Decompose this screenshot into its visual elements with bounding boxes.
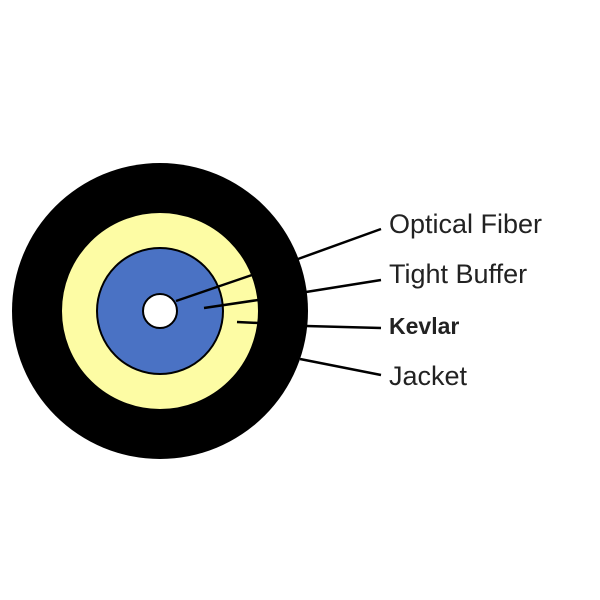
jacket-leader	[299, 357, 382, 377]
tight-buffer-leader-outer	[305, 278, 382, 294]
label-kevlar: Kevlar	[389, 313, 460, 339]
optical-fiber-leader-inner	[175, 273, 253, 303]
kevlar-leader-inner	[236, 320, 259, 325]
label-optical-fiber: Optical Fiber	[389, 209, 543, 239]
label-tight-buffer: Tight Buffer	[389, 259, 528, 289]
label-jacket: Jacket	[389, 361, 468, 391]
optical-fiber-core	[142, 293, 178, 329]
kevlar-leader-outer	[305, 324, 382, 330]
tight-buffer-leader-inner	[203, 298, 259, 310]
optical-fiber-leader-outer	[297, 227, 382, 261]
